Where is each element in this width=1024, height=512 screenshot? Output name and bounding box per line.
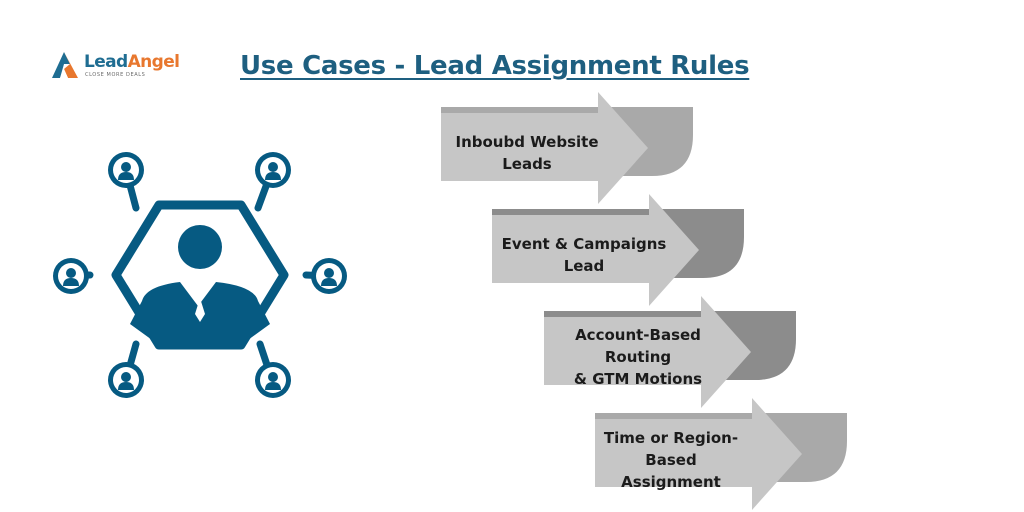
central-person-icon [130, 225, 270, 345]
step-1-line2: Leads [502, 155, 552, 173]
step-3-line1: Account-Based Routing [575, 326, 701, 366]
page-title: Use Cases - Lead Assignment Rules [240, 51, 750, 81]
user-node-icon [311, 258, 347, 294]
step-2-line2: Lead [563, 257, 605, 275]
logo-name-lead: Lead [84, 52, 128, 72]
logo-tagline: CLOSE MORE DEALS [85, 72, 146, 78]
user-node-icon [255, 362, 291, 398]
user-node-icon [53, 258, 89, 294]
step-4-line2: Based Assignment [621, 451, 721, 491]
step-label-3: Account-Based Routing & GTM Motions [544, 326, 732, 388]
step-4-line1: Time or Region- [603, 429, 739, 447]
user-node-icon [108, 362, 144, 398]
logo-name-angel: Angel [127, 52, 180, 72]
central-person-network [53, 152, 347, 398]
leadangel-logo: LeadAngel CLOSE MORE DEALS [50, 48, 190, 84]
user-node-icon [108, 152, 144, 188]
logo-wordmark: LeadAngel [84, 52, 180, 72]
step-label-4: Time or Region- Based Assignment [595, 429, 747, 491]
step-2-line1: Event & Campaigns [501, 235, 667, 253]
leadangel-logo-icon [52, 52, 78, 78]
step-arrow-4 [595, 398, 847, 510]
step-arrow-2 [492, 194, 744, 306]
step-arrow-3 [544, 296, 796, 408]
step-1-line1: Inboubd Website [455, 133, 599, 151]
step-arrow-1 [441, 92, 693, 204]
user-node-icon [255, 152, 291, 188]
step-3-line2: & GTM Motions [573, 370, 703, 388]
